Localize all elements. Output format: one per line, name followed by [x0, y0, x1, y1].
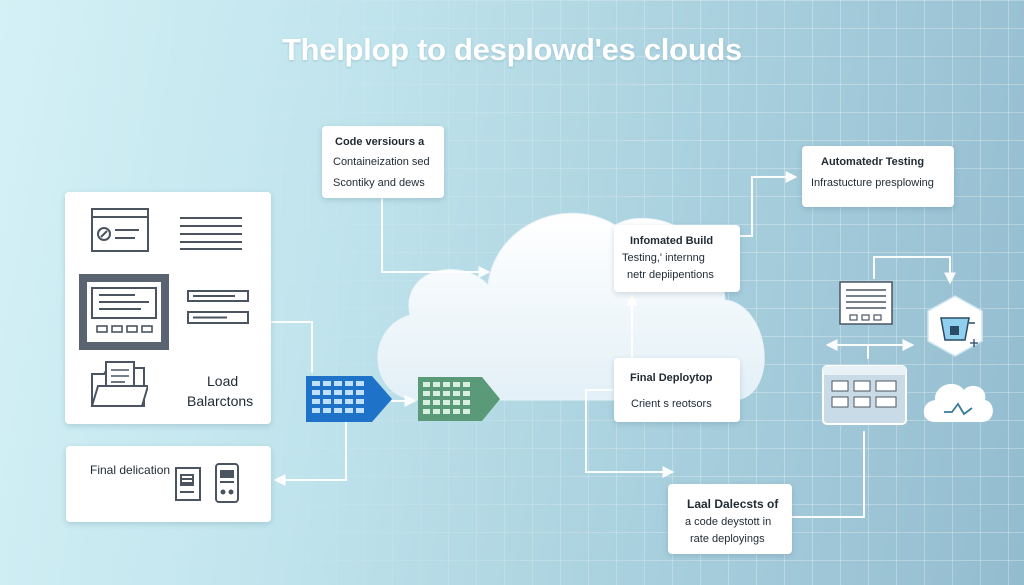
connector-hex-to-dashboard: [825, 339, 869, 359]
text-lines-icon: [180, 217, 242, 250]
automated-testing-title: Automatedr Testing: [821, 156, 925, 168]
lead-defects-line3: rate deployings: [690, 533, 765, 545]
informated-build-line2: Testing,' internng: [622, 252, 705, 264]
connector-build-to-test: [739, 171, 798, 237]
lead-defects-title: Laal Dalecsts of: [687, 497, 779, 511]
connector-top-right: [873, 256, 956, 285]
final-delication-label: Final delication: [90, 463, 171, 477]
code-versions-line3: Scontiky and dews: [333, 177, 425, 189]
connector-final-to-lead: [585, 389, 675, 478]
lead-defects-card: Laal Dalecsts of a code deystott in rate…: [668, 484, 792, 554]
left-tools-panel: Load Balarctons: [65, 192, 271, 424]
automated-testing-card: Automatedr Testing Infrastucture presplo…: [802, 146, 954, 207]
final-deployment-card: Final Deploytop Crient s reotsors: [614, 358, 740, 422]
lead-defects-line2: a code deystott in: [685, 516, 772, 528]
diagram-title: Thelplop to desplowd'es clouds: [282, 32, 742, 67]
code-versions-title: Code versiours a: [335, 136, 425, 148]
blue-server-rack-icon: [306, 376, 392, 422]
cloud-chart-icon: [923, 383, 993, 422]
automated-testing-line2: Infrastucture presplowing: [811, 177, 934, 189]
connector-panel-to-blue: [271, 321, 313, 373]
green-server-rack-icon: [418, 377, 500, 421]
document-icon: [839, 281, 893, 325]
form-bar-icon: [187, 290, 249, 324]
hexagon-bucket-icon: [927, 295, 983, 357]
connector-code-to-cloud: [381, 196, 491, 278]
server-icon: [175, 467, 201, 501]
final-deployment-title: Final Deploytop: [630, 372, 713, 384]
balancers-label: Balarctons: [187, 393, 254, 409]
dashboard-window-icon: [822, 365, 907, 425]
mobile-device-icon: [215, 463, 239, 503]
monitor-icon: [79, 274, 169, 350]
connector-lead-right: [769, 431, 865, 518]
folder-documents-icon: [90, 361, 148, 407]
final-delication-card: Final delication: [66, 446, 271, 522]
final-deployment-line2: Crient s reotsors: [631, 398, 712, 410]
load-label: Load: [207, 373, 239, 389]
informated-build-card: Infomated Build Testing,' internng netr …: [614, 225, 740, 292]
informated-build-line3: netr depiipentions: [627, 269, 714, 281]
connector-left-down: [273, 413, 347, 486]
code-versions-card: Code versiours a Containeization sed Sco…: [322, 126, 444, 198]
window-icon: [91, 208, 149, 252]
informated-build-title: Infomated Build: [630, 235, 714, 247]
code-versions-line2: Containeization sed: [333, 156, 430, 168]
